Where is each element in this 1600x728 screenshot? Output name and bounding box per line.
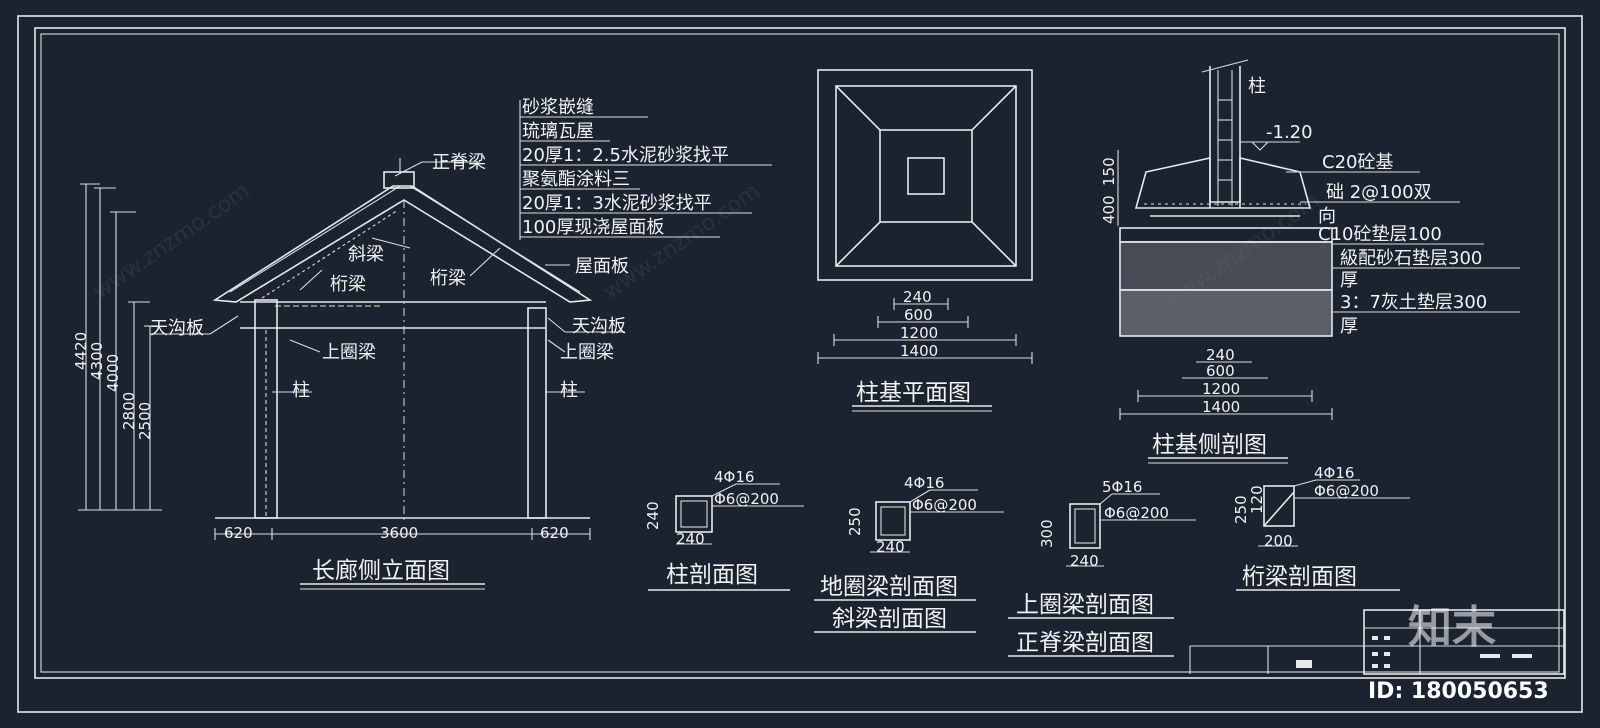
elevation-drawing: 4420 4300 4000 2800 2500 xyxy=(72,97,772,590)
section-title: 桁梁剖面图 xyxy=(1242,564,1357,590)
watermark-id: ID: 180050653 xyxy=(1368,679,1549,704)
section-ground-ring-beam: 4Φ16 Φ6@200 250 240 地圈梁剖面图 斜梁剖面图 xyxy=(814,474,1004,633)
height-dim: 4420 xyxy=(72,332,90,370)
roof-note: 20厚1：2.5水泥砂浆找平 xyxy=(522,145,729,166)
roof-note: 砂浆嵌缝 xyxy=(522,97,594,118)
roof-note: 20厚1：3水泥砂浆找平 xyxy=(522,193,712,214)
section-subtitle: 斜梁剖面图 xyxy=(832,606,947,632)
footing-plan: 240 600 1200 1400 柱基平面图 xyxy=(817,69,1033,412)
section-dim: 1200 xyxy=(1202,380,1240,398)
section-title: 地圈梁剖面图 xyxy=(820,574,958,600)
layer-label: C10砼垫层100 xyxy=(1318,224,1442,245)
roof-note: 100厚现浇屋面板 xyxy=(522,217,664,238)
roof-note: 聚氨酯涂料三 xyxy=(522,169,630,190)
footing-plan-title: 柱基平面图 xyxy=(856,380,971,406)
section-width: 240 xyxy=(876,538,905,556)
section-height-2: 120 xyxy=(1248,485,1266,514)
label-column-right: 柱 xyxy=(560,380,578,401)
section-width: 240 xyxy=(1070,552,1099,570)
span-dim: 3600 xyxy=(380,524,418,542)
roof-notes: 砂浆嵌缝 琉璃瓦屋 20厚1：2.5水泥砂浆找平 聚氨酯涂料三 20厚1：3水泥… xyxy=(520,97,772,238)
section-height: 250 xyxy=(1232,495,1250,524)
section-height: 250 xyxy=(846,507,864,536)
height-dim: 4000 xyxy=(104,354,122,392)
section-title: 柱剖面图 xyxy=(666,562,758,588)
section-stirrup: Φ6@200 xyxy=(1104,504,1169,522)
layer-label: 础 2@100双 xyxy=(1326,182,1432,203)
height-dim: 4300 xyxy=(88,342,106,380)
outer-border xyxy=(17,15,1583,713)
section-height: 240 xyxy=(644,501,662,530)
section-stirrup: Φ6@200 xyxy=(912,496,977,514)
layer-label: 厚 xyxy=(1340,270,1358,291)
label-purlin-left: 桁梁 xyxy=(330,274,366,295)
section-dim: 1400 xyxy=(1202,398,1240,416)
section-rebar: 4Φ16 xyxy=(1314,464,1354,482)
section-column: 4Φ16 Φ6@200 240 240 柱剖面图 xyxy=(644,468,804,591)
span-dim: 620 xyxy=(540,524,569,542)
plan-dim: 1200 xyxy=(900,324,938,342)
section-dim: 240 xyxy=(1206,346,1235,364)
section-dim: 600 xyxy=(1206,362,1235,380)
label-purlin-right: 桁梁 xyxy=(430,268,466,289)
section-rebar: 5Φ16 xyxy=(1102,478,1142,496)
watermark-text: www.znzmo.com xyxy=(89,179,254,305)
label-column-left: 柱 xyxy=(292,380,310,401)
side-dim: 400 xyxy=(1100,195,1118,224)
label-ridge-beam: 正脊梁 xyxy=(432,152,486,173)
label-ring-beam-right: 上圈梁 xyxy=(560,342,614,363)
section-title: 上圈梁剖面图 xyxy=(1016,592,1154,618)
label-gutter-right: 天沟板 xyxy=(572,316,626,337)
footing-section-title: 柱基侧剖图 xyxy=(1152,432,1267,458)
label-roof-panel: 屋面板 xyxy=(575,256,629,277)
section-purlin-beam: 4Φ16 Φ6@200 250 120 200 桁梁剖面图 xyxy=(1232,464,1410,591)
layer-label: 向 xyxy=(1318,206,1336,227)
plan-dim: 600 xyxy=(904,306,933,324)
section-width: 240 xyxy=(676,530,705,548)
inner-border xyxy=(34,27,1566,679)
section-subtitle: 正脊梁剖面图 xyxy=(1016,630,1154,656)
plan-dim: 240 xyxy=(903,288,932,306)
watermark-logo: 知末 xyxy=(1408,602,1496,653)
side-dim: 150 xyxy=(1100,157,1118,186)
elevation-mark: -1.20 xyxy=(1266,122,1313,143)
height-dim: 2800 xyxy=(120,392,138,430)
section-rebar: 4Φ16 xyxy=(714,468,754,486)
span-dim: 620 xyxy=(224,524,253,542)
section-stirrup: Φ6@200 xyxy=(1314,482,1379,500)
label-diagonal-beam: 斜梁 xyxy=(348,244,384,265)
inner-border-2 xyxy=(40,33,1560,673)
layer-label: C20砼基 xyxy=(1322,152,1393,173)
label-gutter-left: 天沟板 xyxy=(150,318,204,339)
footing-section: 柱 -1.20 400 150 C20砼基 础 2@100双 向 C10砼垫层1… xyxy=(1100,59,1520,464)
section-rebar: 4Φ16 xyxy=(904,474,944,492)
plan-dim: 1400 xyxy=(900,342,938,360)
layer-label: 級配砂石垫层300 xyxy=(1340,248,1482,269)
roof-note: 琉璃瓦屋 xyxy=(522,121,594,142)
elevation-title: 长廊侧立面图 xyxy=(312,558,450,584)
section-stirrup: Φ6@200 xyxy=(714,490,779,508)
title-block: 知末 ID: 180050653 xyxy=(1189,602,1565,704)
label-ring-beam-left: 上圈梁 xyxy=(322,342,376,363)
section-width: 200 xyxy=(1264,532,1293,550)
layer-label: 厚 xyxy=(1340,316,1358,337)
layer-label: 3：7灰土垫层300 xyxy=(1340,292,1487,313)
section-height: 300 xyxy=(1038,519,1056,548)
height-dim: 2500 xyxy=(136,402,154,440)
section-upper-ring-beam: 5Φ16 Φ6@200 300 240 上圈梁剖面图 正脊梁剖面图 xyxy=(1008,478,1196,657)
section-column-label: 柱 xyxy=(1248,76,1266,97)
